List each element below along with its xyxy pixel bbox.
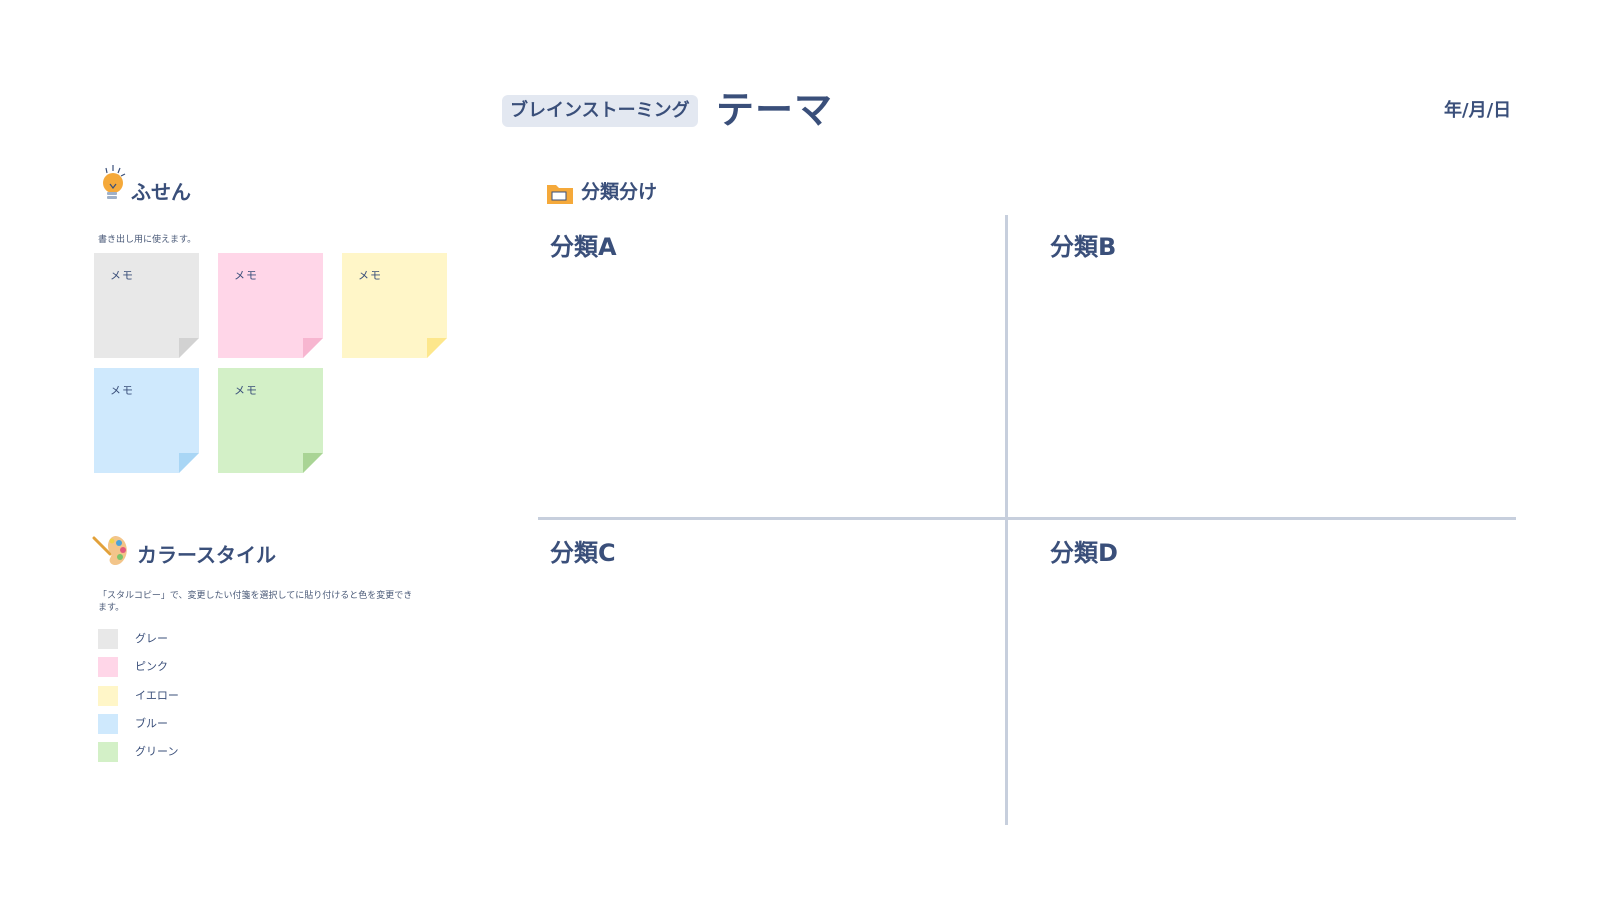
lightbulb-icon	[98, 164, 134, 206]
sticky-note[interactable]: メモ	[342, 253, 447, 358]
folder-icon	[546, 181, 574, 205]
quadrant-a-label[interactable]: 分類A	[550, 233, 617, 261]
quadrant-c-label[interactable]: 分類C	[550, 539, 616, 567]
quadrant-horizontal-divider	[538, 517, 1516, 520]
quadrant-d-label[interactable]: 分類D	[1050, 539, 1118, 567]
color-description: 「スタルコピー」で、変更したい付箋を選択してに貼り付けると色を変更できます。	[98, 591, 413, 613]
sticky-hint: 書き出し用に使えます。	[98, 235, 197, 245]
color-swatch[interactable]	[98, 714, 118, 734]
color-section-title: カラースタイル	[137, 543, 276, 567]
sticky-note-label: メモ	[110, 384, 134, 397]
sticky-note[interactable]: メモ	[94, 368, 199, 473]
sticky-note-label: メモ	[110, 269, 134, 282]
header-badge: ブレインストーミング	[502, 95, 698, 127]
quadrant-vertical-divider	[1005, 215, 1008, 825]
color-swatch[interactable]	[98, 629, 118, 649]
color-swatch[interactable]	[98, 686, 118, 706]
sticky-note-label: メモ	[234, 384, 258, 397]
page-title[interactable]: テーマ	[716, 88, 834, 132]
sticky-note-label: メモ	[358, 269, 382, 282]
color-swatch-label: グリーン	[135, 745, 179, 758]
date-label[interactable]: 年/月/日	[1444, 100, 1512, 121]
palette-icon	[92, 532, 128, 574]
sticky-note-label: メモ	[234, 269, 258, 282]
quadrant-b-label[interactable]: 分類B	[1050, 233, 1117, 261]
sticky-note[interactable]: メモ	[218, 253, 323, 358]
color-swatch[interactable]	[98, 742, 118, 762]
color-swatch-label: イエロー	[135, 689, 179, 702]
color-swatch-label: グレー	[135, 632, 168, 645]
sticky-note[interactable]: メモ	[218, 368, 323, 473]
color-swatch[interactable]	[98, 657, 118, 677]
sticky-note[interactable]: メモ	[94, 253, 199, 358]
sticky-section-title: ふせん	[131, 180, 191, 204]
classification-title: 分類分け	[581, 181, 658, 203]
color-swatch-label: ピンク	[135, 660, 168, 673]
color-swatch-label: ブルー	[135, 717, 168, 730]
